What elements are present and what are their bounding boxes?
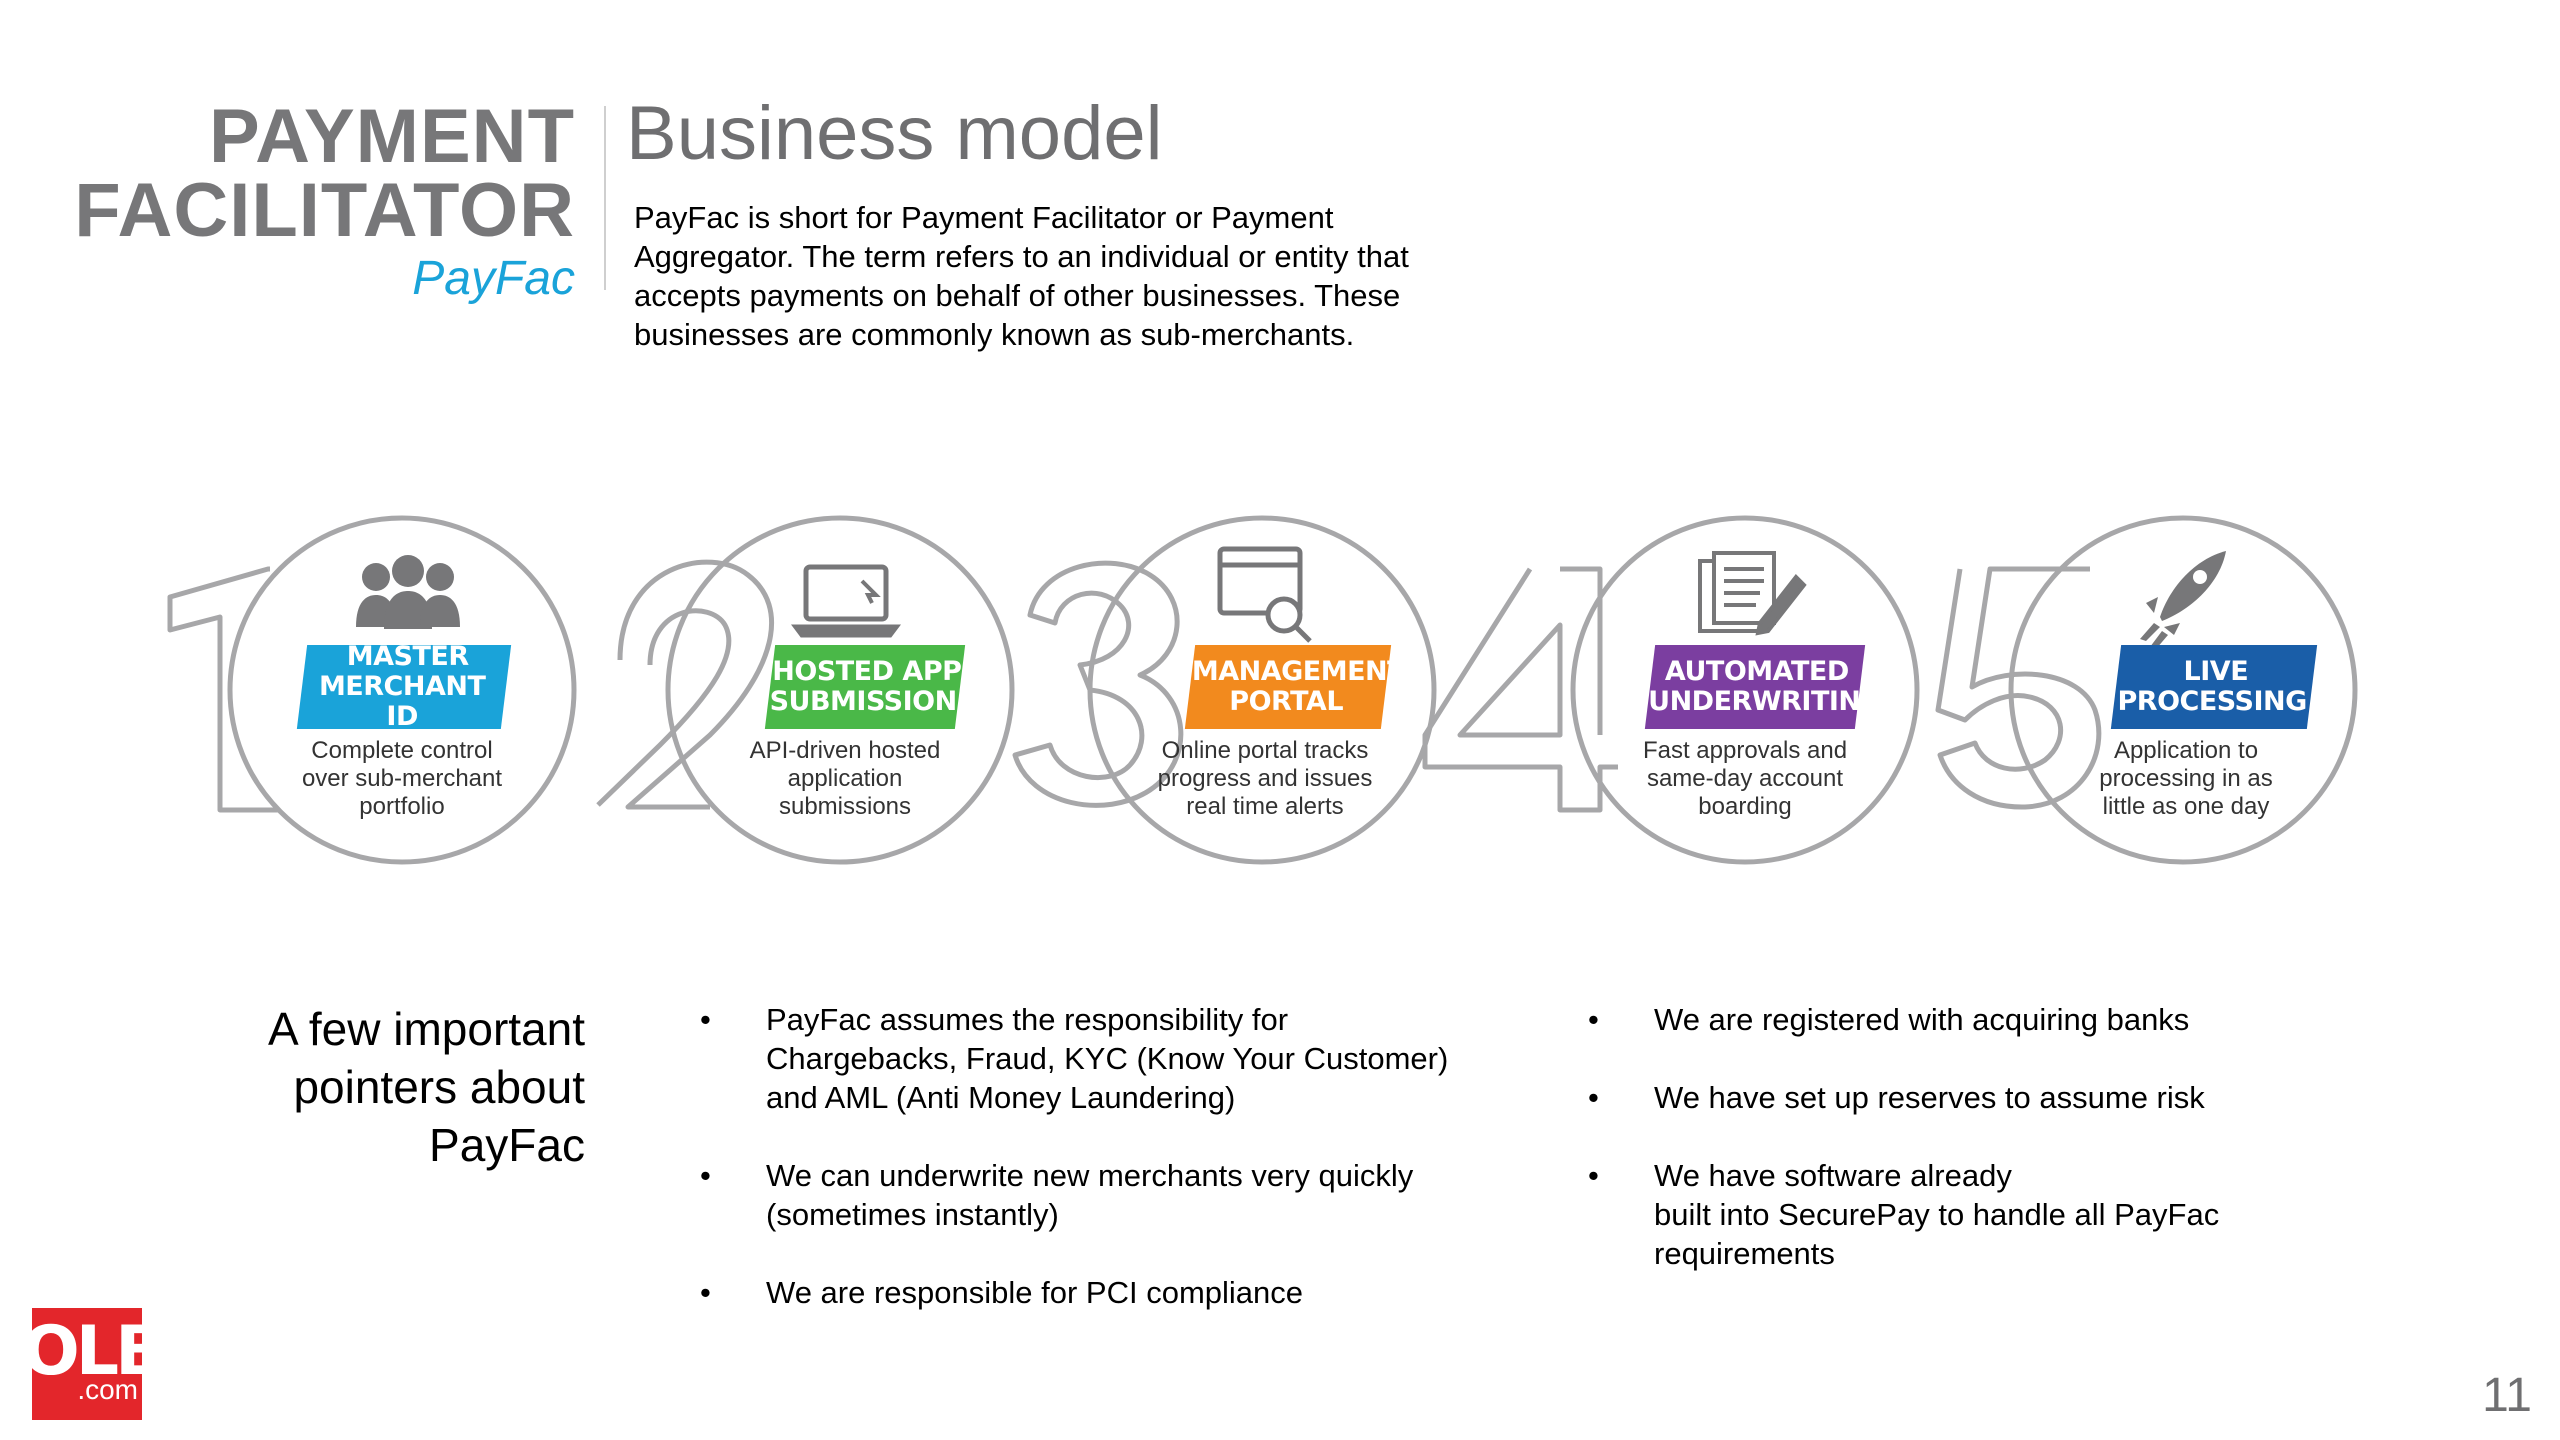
browser-search-icon xyxy=(1217,546,1312,643)
step-3-badge-line1: MANAGEMENT xyxy=(1191,656,1406,687)
list-item-line: We are registered with acquiring banks xyxy=(1654,1002,2190,1037)
step-3-badge: MANAGEMENT PORTAL xyxy=(1184,645,1406,729)
documents-pen-icon xyxy=(1698,551,1807,636)
bullet: • xyxy=(700,1158,711,1193)
step-2-badge: HOSTED APP SUBMISSION xyxy=(764,645,966,729)
page-title: Business model xyxy=(626,91,1163,176)
step-2-desc-line3: submissions xyxy=(778,793,912,820)
list-item: • We are registered with acquiring banks xyxy=(1588,1000,2348,1039)
step-1-desc-line3: portfolio xyxy=(359,793,445,820)
pointers-heading-line1: A few important xyxy=(267,1003,585,1055)
page-number: 11 xyxy=(2482,1369,2532,1422)
step-2-desc-line2: application xyxy=(787,765,903,792)
brand-block: PAYMENT FACILITATOR PayFac xyxy=(74,94,575,308)
list-item-line: and AML (Anti Money Laundering) xyxy=(766,1080,1236,1115)
list-item-line: requirements xyxy=(1654,1236,1835,1271)
step-2-description: API-driven hosted application submission… xyxy=(705,737,985,821)
bullet: • xyxy=(1588,1158,1599,1193)
step-5-desc-line1: Application to xyxy=(2113,737,2259,764)
step-3-desc-line3: real time alerts xyxy=(1186,793,1344,820)
step-1-badge-line2: MERCHANT ID xyxy=(318,671,486,732)
step-3-desc-line1: Online portal tracks xyxy=(1161,737,1369,764)
brand-line-facilitator: FACILITATOR xyxy=(74,168,575,253)
step-4-description: Fast approvals and same-day account boar… xyxy=(1605,737,1885,821)
brand-line-payment: PAYMENT xyxy=(209,94,575,179)
people-icon xyxy=(356,555,460,629)
list-item: • We can underwrite new merchants very q… xyxy=(700,1156,1540,1234)
list-item: • PayFac assumes the responsibility for … xyxy=(700,1000,1540,1117)
brand-line-payfac: PayFac xyxy=(412,252,575,305)
pointers-list-right: • We are registered with acquiring banks… xyxy=(1588,1000,2348,1312)
step-5-badge-line2: PROCESSING xyxy=(2117,686,2307,717)
list-item: • We have set up reserves to assume risk xyxy=(1588,1078,2348,1117)
numeral-4-outline xyxy=(1422,566,1618,813)
intro-paragraph: PayFac is short for Payment Facilitator … xyxy=(634,200,1409,352)
step-4-badge-line2: UNDERWRITING xyxy=(1648,686,1883,717)
list-item-line: We are responsible for PCI compliance xyxy=(766,1275,1304,1310)
step-1-description: Complete control over sub-merchant portf… xyxy=(262,737,542,821)
step-5-description: Application to processing in as little a… xyxy=(2046,737,2326,821)
step-4-badge: AUTOMATED UNDERWRITING xyxy=(1644,645,1883,729)
pointers-list-left: • PayFac assumes the responsibility for … xyxy=(700,1000,1540,1351)
list-item: • We have software already built into Se… xyxy=(1588,1156,2348,1273)
rocket-icon xyxy=(2140,551,2226,649)
list-item-line: Chargebacks, Fraud, KYC (Know Your Custo… xyxy=(766,1041,1449,1076)
step-2-badge-line2: SUBMISSION xyxy=(769,686,957,717)
step-5-badge: LIVE PROCESSING xyxy=(2110,645,2318,729)
bullet: • xyxy=(1588,1080,1599,1115)
list-item-line: PayFac assumes the responsibility for xyxy=(766,1002,1289,1037)
header-divider xyxy=(604,106,606,290)
numeral-1-outline xyxy=(167,566,278,813)
step-1-badge: MASTER MERCHANT ID xyxy=(296,641,512,732)
bullet: • xyxy=(1588,1002,1599,1037)
step-1-badge-line1: MASTER xyxy=(346,641,469,672)
list-item-line: built into SecurePay to handle all PayFa… xyxy=(1654,1197,2220,1232)
list-item: • We are responsible for PCI compliance xyxy=(700,1273,1540,1312)
step-3-description: Online portal tracks progress and issues… xyxy=(1125,737,1405,821)
step-5-desc-line3: little as one day xyxy=(2102,793,2270,820)
pointers-heading: A few important pointers about PayFac xyxy=(268,1000,585,1174)
step-5-badge-line1: LIVE xyxy=(2183,656,2249,687)
olb-logo: OLB .com xyxy=(32,1308,142,1420)
step-4-desc-line2: same-day account xyxy=(1646,765,1844,792)
bullet: • xyxy=(700,1275,711,1310)
list-item-line: We have software already xyxy=(1654,1158,2012,1193)
numeral-3-outline xyxy=(1012,560,1184,808)
steps-outline-svg xyxy=(167,515,2358,865)
logo-suffix: .com xyxy=(77,1374,138,1405)
step-2-badge-line1: HOSTED APP xyxy=(772,656,962,687)
step-4-badge-line1: AUTOMATED xyxy=(1664,656,1849,687)
step-icons xyxy=(356,546,2226,649)
step-3-badge-line2: PORTAL xyxy=(1229,686,1344,717)
numeral-5-outline xyxy=(1935,566,2102,810)
numeral-2-outline xyxy=(596,559,774,810)
payfac-steps-graphic: MASTER MERCHANT ID HOSTED APP SUBMISSION… xyxy=(150,505,2370,885)
step-5-desc-line2: processing in as xyxy=(2099,765,2273,792)
list-item-line: We can underwrite new merchants very qui… xyxy=(766,1158,1414,1193)
pointers-heading-line2: pointers about xyxy=(293,1061,585,1113)
bullet: • xyxy=(700,1002,711,1037)
step-4-desc-line1: Fast approvals and xyxy=(1642,737,1848,764)
list-item-line: (sometimes instantly) xyxy=(766,1197,1059,1232)
step-1-desc-line2: over sub-merchant xyxy=(301,765,503,792)
step-3-desc-line2: progress and issues xyxy=(1157,765,1373,792)
pointers-heading-line3: PayFac xyxy=(429,1119,585,1171)
step-2-desc-line1: API-driven hosted xyxy=(749,737,941,764)
laptop-icon xyxy=(791,564,901,638)
logo-text: OLB xyxy=(32,1312,142,1391)
step-1-desc-line1: Complete control xyxy=(311,737,493,764)
list-item-line: We have set up reserves to assume risk xyxy=(1654,1080,2205,1115)
step-4-desc-line3: boarding xyxy=(1698,793,1792,820)
